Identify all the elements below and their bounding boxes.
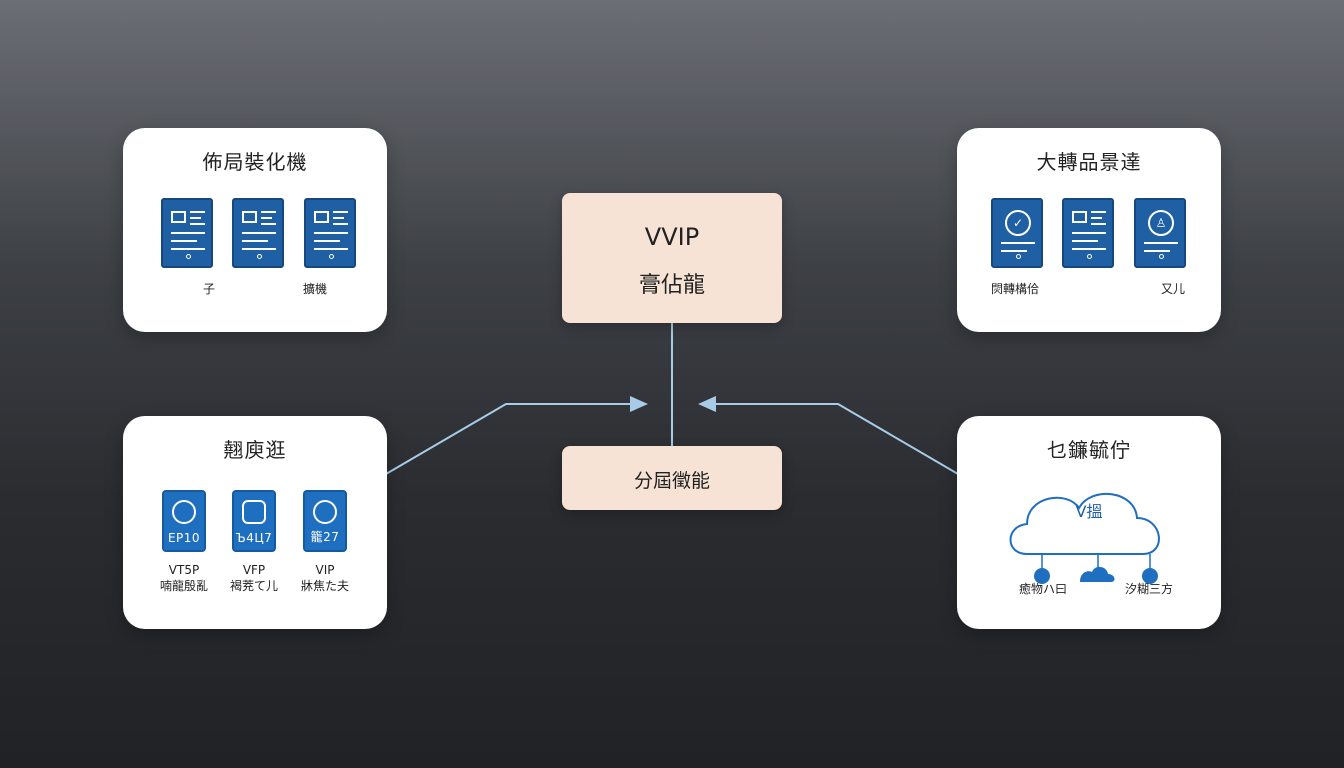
icon-label: 又儿 (1161, 282, 1186, 296)
caption-line-1: VT5P (168, 563, 200, 577)
gear-tile-icon: ЕР10 (162, 490, 206, 552)
tile-code: 籠27 (310, 530, 340, 544)
tile-code: Ъ4Ц7 (235, 531, 273, 545)
hub-title: VVIP (644, 223, 700, 251)
card-title: 大轉品景達 (1036, 150, 1142, 174)
center-hub-box: VVIP 膏佔龍 (562, 193, 782, 323)
cloud-icon (1009, 492, 1160, 584)
caption-line-2: 褐茺て儿 (229, 579, 278, 593)
right-arrow-connector (698, 396, 959, 475)
icon-label: 焛轉構佮 (991, 282, 1040, 296)
hexagon-tile-icon: Ъ4Ц7 (232, 490, 276, 552)
caption-line-1: VFP (242, 563, 266, 577)
tile-caption: VT5P 喃龍殷亂 (154, 562, 214, 594)
tile-caption: VFP 褐茺て儿 (224, 562, 284, 594)
user-document-icon: ♙ (1134, 198, 1186, 268)
card-title: 佈局裝化機 (202, 150, 308, 174)
top-left-card: 佈局裝化機 子 擴機 (123, 128, 387, 332)
hub-subtitle: 膏佔龍 (638, 273, 705, 298)
gear-tile-icon: 籠27 (303, 490, 347, 552)
node-label: 汐糊三方 (1125, 582, 1174, 596)
document-icon (304, 198, 356, 268)
caption-line-1: VIP (315, 563, 335, 577)
center-function-box: 分屆徵能 (562, 446, 782, 510)
icon-label: 擴機 (303, 282, 328, 296)
caption-line-2: 牀焦た夫 (300, 579, 349, 593)
checkmark-document-icon: ✓ (991, 198, 1043, 268)
left-arrow-connector (385, 396, 648, 475)
bottom-right-card: 乜鐮毓佇 V搵 癒物ハ曰 汐糊三方 (957, 416, 1221, 629)
cloud-label: V搵 (1075, 502, 1103, 521)
function-label: 分屆徵能 (633, 470, 710, 492)
card-title: 乜鐮毓佇 (1047, 438, 1131, 462)
icon-label: 子 (203, 282, 216, 296)
document-icon (1062, 198, 1114, 268)
document-icon (232, 198, 284, 268)
card-title: 翹庾逛 (223, 438, 287, 462)
caption-line-2: 喃龍殷亂 (159, 579, 208, 593)
node-label: 癒物ハ曰 (1019, 582, 1068, 596)
document-icon (161, 198, 213, 268)
top-right-card: 大轉品景達 ✓ ♙ 焛轉構佮 又儿 (957, 128, 1221, 332)
tile-caption: VIP 牀焦た夫 (295, 562, 355, 594)
tile-code: ЕР10 (167, 531, 201, 545)
bottom-left-card: 翹庾逛 ЕР10 Ъ4Ц7 籠27 VT5P 喃龍殷亂 VFP 褐茺て儿 VIP… (123, 416, 387, 629)
